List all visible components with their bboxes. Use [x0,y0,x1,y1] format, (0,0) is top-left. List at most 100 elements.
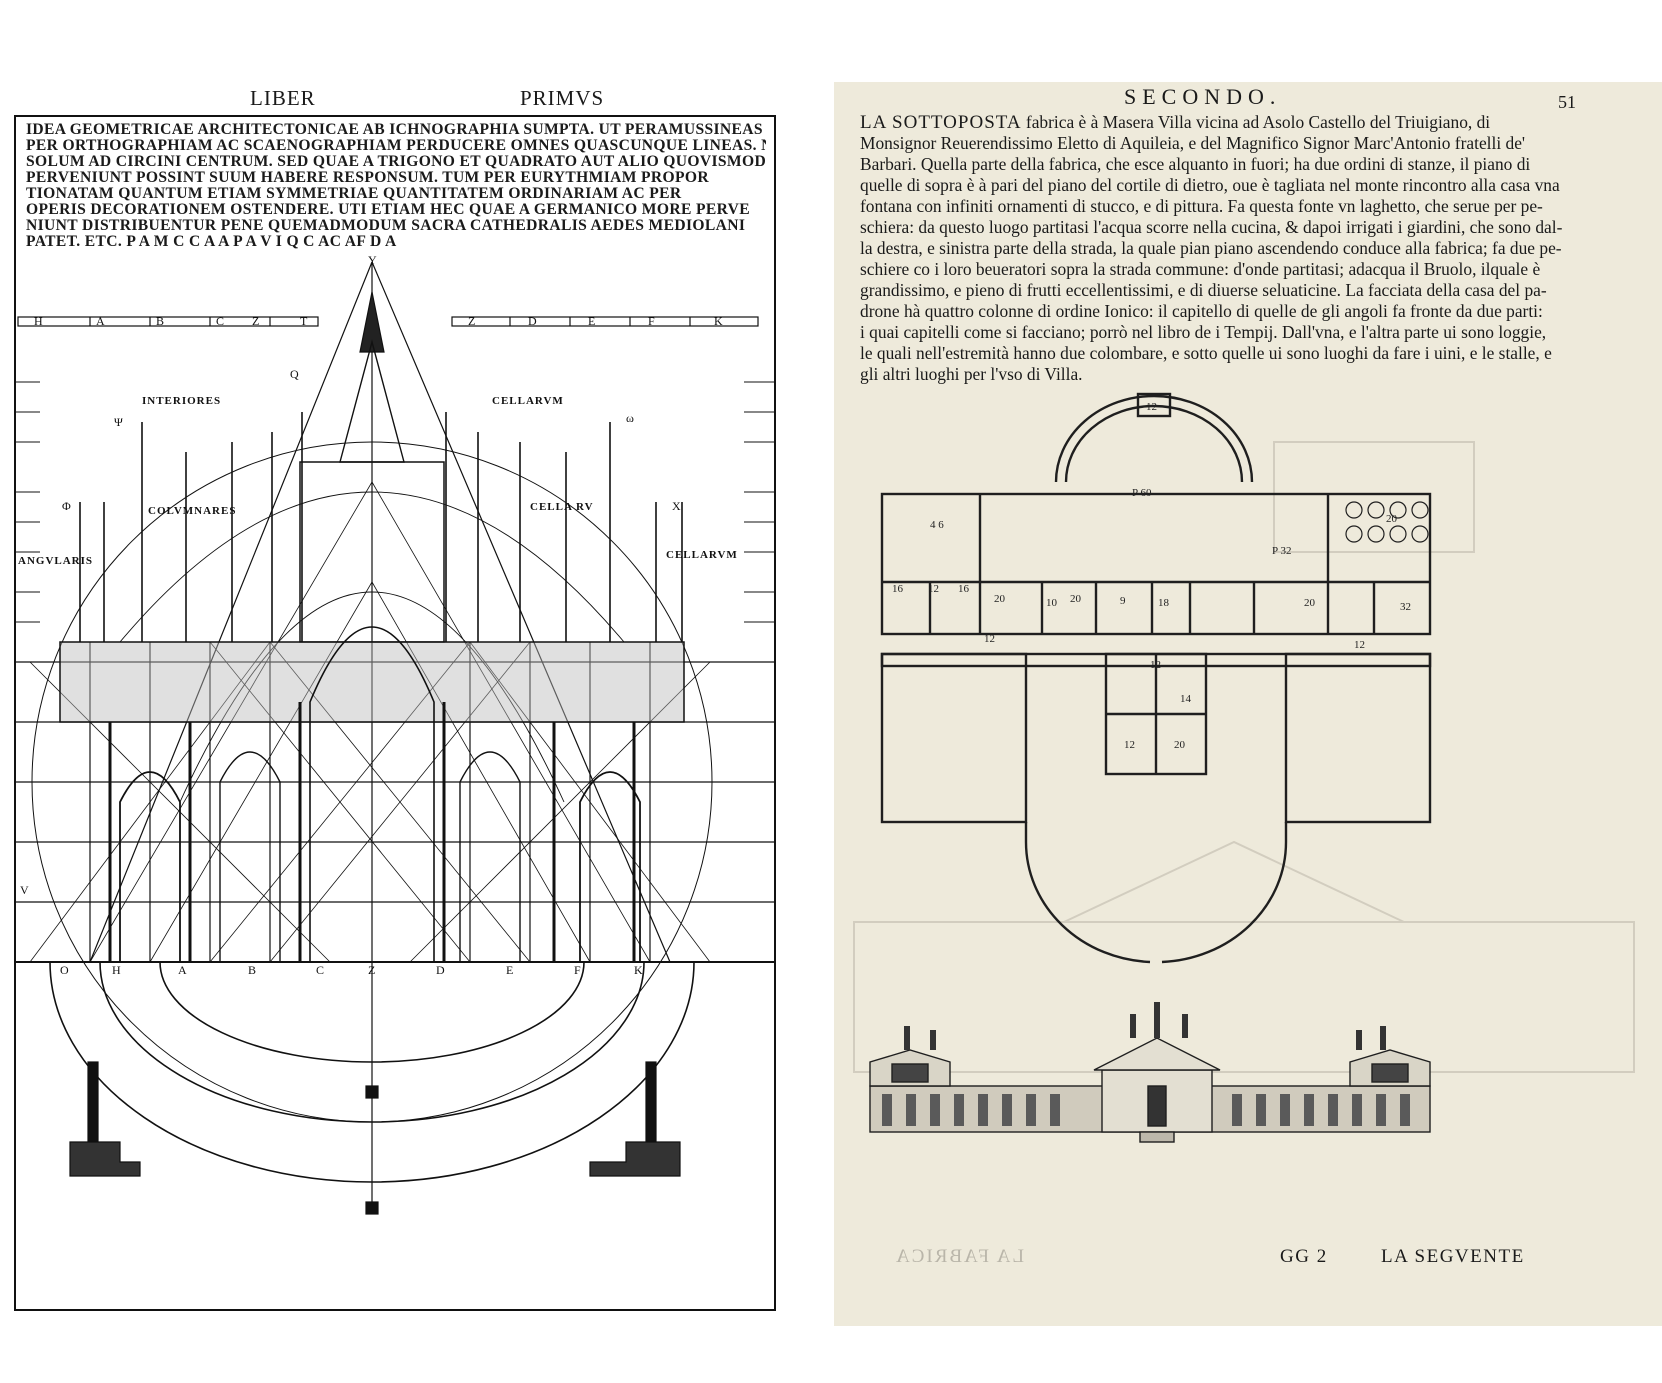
text-line: quelle di sopra è à pari del piano del c… [860,175,1560,195]
base-letter: F [574,963,581,977]
bleedthrough-catchword: LA FABRICA [894,1246,1024,1267]
scale-letter: T [300,314,308,328]
caption-line: solum ad circini centrum. sed quae a tri… [26,154,766,170]
base-letter: O [60,963,69,977]
caption-line: tionatam quantum etiam symmetriae quanti… [26,186,682,202]
caption-line: perveniunt possint suum habere responsum… [26,170,709,186]
plan-label: 20 [994,593,1006,605]
body-text: LA SOTTOPOSTA fabrica è à Masera Villa v… [860,112,1650,385]
base-letter: K [634,963,643,977]
signature-mark: GG 2 [1280,1246,1328,1267]
top-scale-bar-right [451,316,759,327]
caption-line: operis decorationem ostendere. uti etiam… [26,202,750,218]
running-head-primus: PRIMVS [520,86,605,110]
plan-label: 12 [1146,401,1157,413]
text-line: le quali nell'estremità hanno due colomb… [860,343,1552,363]
label-x: X [672,499,681,513]
plan-label: 20 [1304,597,1316,609]
plan-label: 18 [1158,597,1170,609]
label-angularis: ANGVLARIS [18,555,93,567]
line-text: fabrica è à Masera Villa vicina ad Asolo… [1021,112,1491,132]
base-letter: Z [368,963,375,977]
villa-elevation [869,1002,1431,1143]
label-v: V [20,883,29,897]
apex-label: Y [368,253,377,267]
right-wing [1284,652,1432,824]
text-line: grandissimo, e pieno di frutti eccellent… [860,280,1547,300]
label-omega: ω [626,411,634,425]
scale-letter: A [96,314,105,328]
base-letter: E [506,963,513,977]
text-line: schiere co i loro beueratori sopra la st… [860,259,1541,279]
latin-caption: Idea geometricae architectonicae ab ichn… [26,122,766,250]
label-cellarum-right: CELLARVM [666,549,738,561]
text-line: Monsignor Reuerendissimo Eletto di Aquil… [860,133,1526,153]
scale-letter: Z [252,314,259,328]
scale-letter: F [648,314,655,328]
villa-plan-and-elevation: 12 P 60 4 6 20 16 12 16 20 10 20 9 18 P … [853,392,1635,1143]
plan-label: 12 [1354,639,1365,651]
right-page: SECONDO. 51 LA SOTTOPOSTA fabrica è à Ma… [834,82,1662,1326]
text-line: gli altri luoghi per l'vso di Villa. [860,364,1083,384]
plan-label: 12 [1150,659,1161,671]
plan-label: 10 [1046,597,1058,609]
text-line: Barbari. Quella parte della fabrica, che… [860,154,1531,174]
opening-words: LA SOTTOPOSTA [860,112,1022,133]
caption-line: niunt distribuentur pene quemadmodum sac… [26,218,746,234]
plate-frame [14,115,776,1311]
scale-letter: C [216,314,224,328]
catchword: LA SEGVENTE [1381,1246,1525,1267]
upper-block [880,492,1432,636]
caption-line: patet. etc. P A M C C A A P A V I Q C AC… [26,234,397,250]
top-scale-bar-left [17,316,319,327]
base-letter: C [316,963,324,977]
label-cellarum-mid: CELLA RV [530,501,594,513]
plan-label: 12 [928,583,939,595]
text-line: drone hà quattro colonne di ordine Ionic… [860,301,1543,321]
triangle-right-edge [371,261,671,963]
plan-label: 9 [1120,595,1126,607]
scale-letter: K [714,314,723,328]
plan-label: 14 [1180,693,1192,705]
base-letter: A [178,963,187,977]
label-cellarum-top: CELLARVM [492,395,564,407]
plan-label: 4 6 [930,519,944,531]
base-letter: H [112,963,121,977]
text-line: i quai capitelli come si facciano; porrò… [860,322,1547,342]
label-q: Q [290,367,299,381]
plan-label: 12 [1124,739,1135,751]
text-line: la destra, e sinistra parte della strada… [860,238,1562,258]
caption-line: Idea geometricae architectonicae ab ichn… [26,122,766,138]
scale-letter: Z [468,314,475,328]
scale-letter: H [34,314,43,328]
label-psi: Ψ [114,415,123,429]
scale-letter: E [588,314,595,328]
plan-label: 20 [1070,593,1082,605]
scale-letter: D [528,314,537,328]
text-line: LA SOTTOPOSTA fabrica è à Masera Villa v… [860,112,1650,133]
left-page: LIBER PRIMVS Idea geometricae architecto… [0,82,784,1322]
cathedral-geometry-drawing: Y H A B C Z T Z D E F K INTERIORES CELLA… [14,253,776,1215]
text-line: fontana con infiniti ornamenti di stucco… [860,196,1543,216]
base-letter: B [248,963,256,977]
label-phi: Φ [62,499,71,513]
running-head-liber: LIBER [250,86,316,110]
left-wing [880,652,1028,824]
label-columnares: COLVMNARES [148,505,236,517]
caption-line: per orthographiam ac scaenographiam perd… [26,138,766,154]
label-interiores: INTERIORES [142,395,221,407]
plan-label: 12 [984,633,995,645]
plan-label: P 32 [1272,545,1291,557]
scale-letter: B [156,314,164,328]
folio-number: 51 [1558,92,1576,112]
base-letter: D [436,963,445,977]
plan-label: P 60 [1132,487,1152,499]
triangle-left-edge [89,261,373,963]
running-head-secondo: SECONDO. [1124,84,1282,109]
plan-label: 16 [958,583,970,595]
plan-label: 20 [1174,739,1186,751]
plan-label: 20 [1386,513,1398,525]
plan-label: 32 [1400,601,1411,613]
text-line: schiera: da questo luogo partitasi l'acq… [860,217,1563,237]
plan-label: 16 [892,583,904,595]
